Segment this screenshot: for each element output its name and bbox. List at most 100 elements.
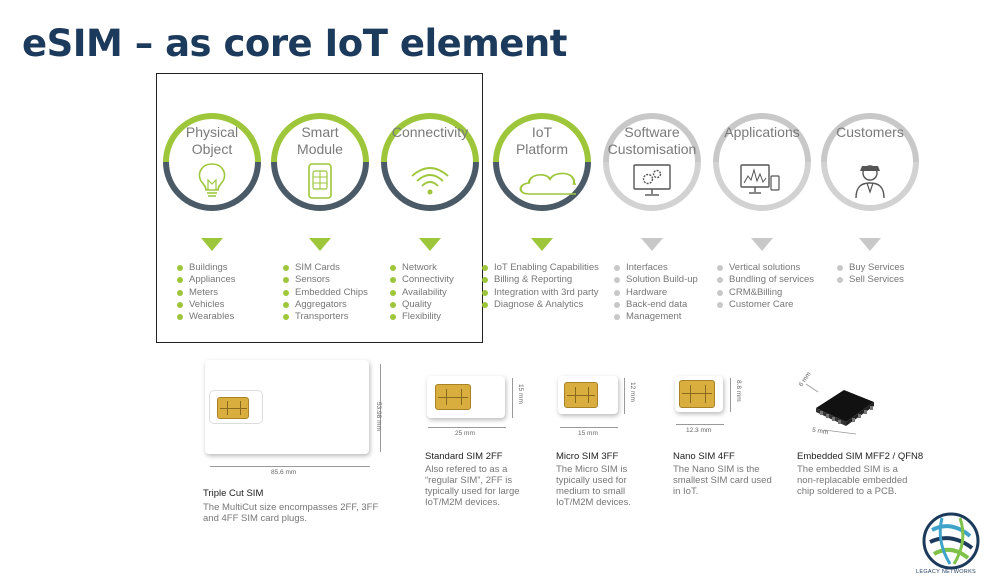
stage-applications: Applications — [710, 110, 818, 214]
cloud-icon — [519, 172, 576, 195]
stage-circle: Connectivity — [378, 110, 482, 214]
stage-circle: Applications — [710, 110, 814, 214]
sim-name: Standard SIM 2FF — [425, 451, 503, 462]
list-item: Appliances — [177, 274, 317, 286]
list-item: Back-end data — [614, 299, 754, 311]
list-item: Integration with 3rd party — [482, 287, 622, 299]
stage-label-line1: IoT — [531, 124, 553, 140]
stage-ring — [271, 113, 369, 211]
sim-chip-icon — [679, 380, 715, 408]
list-item: Customer Care — [717, 299, 857, 311]
list-item: Vehicles — [177, 299, 317, 311]
customer-icon — [855, 165, 885, 199]
height-label: 8.8 mm — [735, 380, 742, 402]
sim-card-image — [558, 376, 618, 414]
sim-card-image — [427, 376, 505, 418]
list-item: Billing & Reporting — [482, 274, 622, 286]
stage-label: Customers — [818, 124, 922, 141]
list-item: Solution Build-up — [614, 274, 754, 286]
list-item: Management — [614, 311, 754, 323]
stage-ring — [493, 113, 591, 211]
list-item: Buildings — [177, 262, 317, 274]
stage-arrow-icon — [531, 238, 553, 251]
list-item: Buy Services — [837, 262, 977, 274]
sim-chip-icon — [435, 384, 471, 410]
list-item: Flexibility — [390, 311, 530, 323]
stage-arrow-icon — [641, 238, 663, 251]
sim-chip-icon — [217, 397, 249, 419]
sim-chip-icon — [564, 382, 598, 408]
stage-arrow-icon — [859, 238, 881, 251]
list-item: Bundling of services — [717, 274, 857, 286]
sim-card-image — [205, 360, 369, 454]
stage-ring — [821, 113, 919, 211]
list-item: Network — [390, 262, 530, 274]
stage-label-line1: Software — [624, 124, 680, 140]
highlight-box — [156, 73, 483, 343]
sim-chip-icon — [308, 163, 332, 199]
height-label: 15 mm — [517, 384, 524, 404]
monitor-gears-icon — [633, 164, 671, 196]
list-item: Embedded Chips — [283, 287, 423, 299]
sim-name: Embedded SIM MFF2 / QFN8 — [797, 451, 924, 462]
sim-name: Micro SIM 3FF — [556, 451, 619, 462]
stage-label-line2: Object — [191, 141, 233, 157]
sim-description: The embedded SIM is a non-replacable emb… — [797, 464, 908, 497]
list-item: Hardware — [614, 287, 754, 299]
stage-arrow-icon — [201, 238, 223, 251]
stage-label-line2: Customisation — [607, 141, 697, 157]
list-item: Sell Services — [837, 274, 977, 286]
page-title: eSIM – as core IoT element — [22, 22, 567, 65]
width-label: 85.6 mm — [271, 469, 297, 476]
list-item: Availability — [390, 287, 530, 299]
list-item: IoT Enabling Capabilities — [482, 262, 622, 274]
embedded-chip-icon — [805, 383, 874, 435]
stage-ring — [713, 113, 811, 211]
height-label: 53.98 mm — [375, 402, 382, 431]
sim-description: Also refered to as a “regular SIM”, 2FF … — [425, 464, 520, 508]
stage-connectivity: Connectivity — [378, 110, 486, 214]
stage-label-line2: Module — [297, 141, 343, 157]
stage-label-line1: Applications — [724, 124, 800, 140]
list-item: Sensors — [283, 274, 423, 286]
list-item: SIM Cards — [283, 262, 423, 274]
sim-card-image — [675, 376, 723, 412]
stage-arrow-icon — [419, 238, 441, 251]
stage-ring — [603, 113, 701, 211]
sim-name: Triple Cut SIM — [203, 488, 264, 499]
stage-label: Connectivity — [378, 124, 482, 141]
stage-label-line1: Connectivity — [391, 124, 469, 140]
width-label: 25 mm — [455, 430, 475, 437]
width-label: 12.3 mm — [686, 427, 712, 434]
stage-arrow-icon — [751, 238, 773, 251]
sim-name: Nano SIM 4FF — [673, 451, 735, 462]
logo-text: LEGACY NETWORKS — [916, 569, 977, 575]
stage-label-line1: Smart — [301, 124, 339, 140]
list-item: CRM&Billing — [717, 287, 857, 299]
legacy-networks-logo-icon — [922, 512, 980, 570]
sim-description: The Micro SIM is typically used for medi… — [556, 464, 631, 508]
list-item: Vertical solutions — [717, 262, 857, 274]
wifi-icon — [411, 167, 449, 195]
width-label: 15 mm — [578, 430, 598, 437]
sim-description: The Nano SIM is the smallest SIM card us… — [673, 464, 772, 497]
list-item: Meters — [177, 287, 317, 299]
list-item: Aggregators — [283, 299, 423, 311]
list-item: Diagnose & Analytics — [482, 299, 622, 311]
